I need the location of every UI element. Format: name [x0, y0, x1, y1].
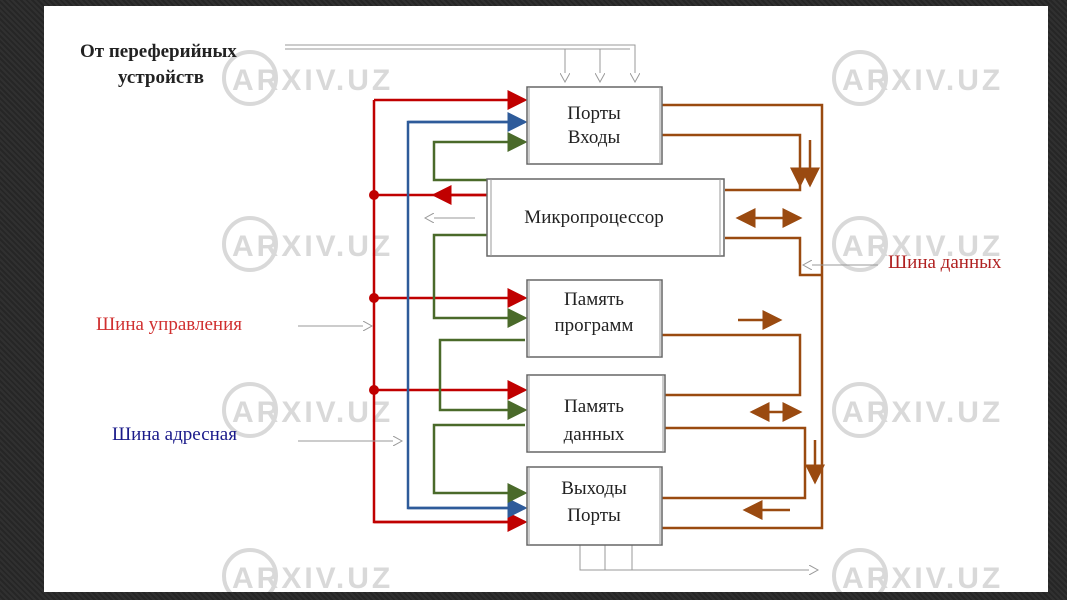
watermarks — [222, 50, 888, 592]
control-bus-label: Шина управления — [96, 314, 242, 335]
output-lines — [579, 545, 818, 570]
green-lines — [432, 132, 528, 503]
peripheral-input-lines — [285, 44, 635, 82]
ports-in-line1: Порты — [567, 103, 621, 124]
watermark-text: ARXIV.UZ — [842, 396, 1003, 429]
watermark-text: ARXIV.UZ — [842, 64, 1003, 97]
peripheral-label-line1: От переферийных — [80, 41, 237, 62]
watermark-text: ARXIV.UZ — [232, 396, 393, 429]
block-ports-out: Выходы Порты — [526, 466, 663, 546]
ports-out-line1: Выходы — [561, 478, 627, 499]
watermark-text: ARXIV.UZ — [232, 64, 393, 97]
ports-out-line2: Порты — [567, 505, 621, 526]
block-cpu: Микропроцессор — [486, 178, 725, 257]
watermark-text: ARXIV.UZ — [232, 230, 393, 263]
prog-mem-line2: программ — [555, 315, 634, 336]
slide: ARXIV.UZ ARXIV.UZ ARXIV.UZ ARXIV.UZ ARXI… — [44, 6, 1048, 592]
prog-mem-line1: Память — [564, 289, 624, 310]
watermark-text: ARXIV.UZ — [232, 562, 393, 592]
label-pointers — [298, 326, 402, 441]
watermark-text: ARXIV.UZ — [842, 230, 1003, 263]
block-data-memory: Память данных — [526, 374, 666, 453]
address-bus-label: Шина адресная — [112, 424, 237, 445]
data-mem-line1: Память — [564, 396, 624, 417]
control-bus — [372, 90, 528, 532]
address-bus — [406, 112, 528, 518]
block-ports-in: Порты Входы — [526, 86, 663, 165]
block-program-memory: Память программ — [526, 279, 663, 358]
bus-architecture-diagram: ARXIV.UZ ARXIV.UZ ARXIV.UZ ARXIV.UZ ARXI… — [80, 41, 1003, 592]
cpu-label: Микропроцессор — [524, 207, 663, 228]
data-mem-line2: данных — [564, 424, 625, 445]
control-bus-nodes — [369, 190, 379, 395]
data-bus — [662, 103, 825, 530]
peripheral-label-line2: устройств — [118, 67, 204, 88]
watermark-text: ARXIV.UZ — [842, 562, 1003, 592]
data-bus-label: Шина данных — [888, 252, 1002, 273]
ports-in-line2: Входы — [568, 127, 621, 148]
